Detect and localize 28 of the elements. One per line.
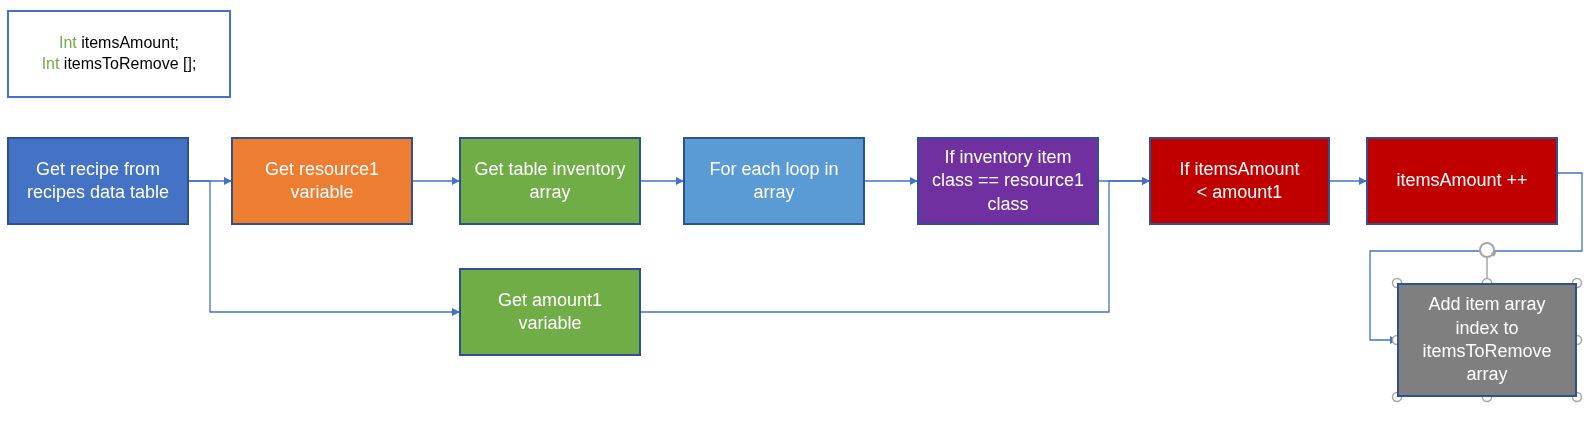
box-text: If itemsAmount < amount1 (1178, 157, 1301, 204)
arrow (640, 177, 684, 185)
process-box (231, 137, 413, 225)
process-box (1149, 137, 1330, 225)
process-box (683, 137, 865, 225)
process-box (1397, 283, 1577, 397)
arrow (1329, 177, 1367, 185)
process-box (7, 137, 189, 225)
box-text: Add item array index to itemsToRemove array (1421, 293, 1553, 387)
arrow (412, 177, 460, 185)
arrow (864, 177, 918, 185)
box-text: Get amount1 variable (496, 288, 604, 335)
process-box (917, 137, 1099, 225)
code-box (7, 10, 231, 98)
box-text: itemsAmount ++ (1396, 169, 1528, 193)
box-text: Get recipe from recipes data table (25, 157, 171, 204)
code-line: Int itemsAmount; (58, 33, 180, 54)
process-box (1366, 137, 1558, 225)
arrow (1098, 177, 1150, 185)
box-text: Get table inventory array (473, 157, 627, 204)
arrow (188, 177, 232, 185)
box-text: Get resource1 variable (263, 157, 381, 204)
process-box (459, 268, 641, 356)
code-line: Int itemsToRemove []; (41, 54, 197, 74)
box-text: If inventory item class == resource1 class (930, 145, 1086, 216)
arrow (1369, 172, 1583, 344)
box-text: For each loop in array (708, 157, 840, 204)
process-box (459, 137, 641, 225)
